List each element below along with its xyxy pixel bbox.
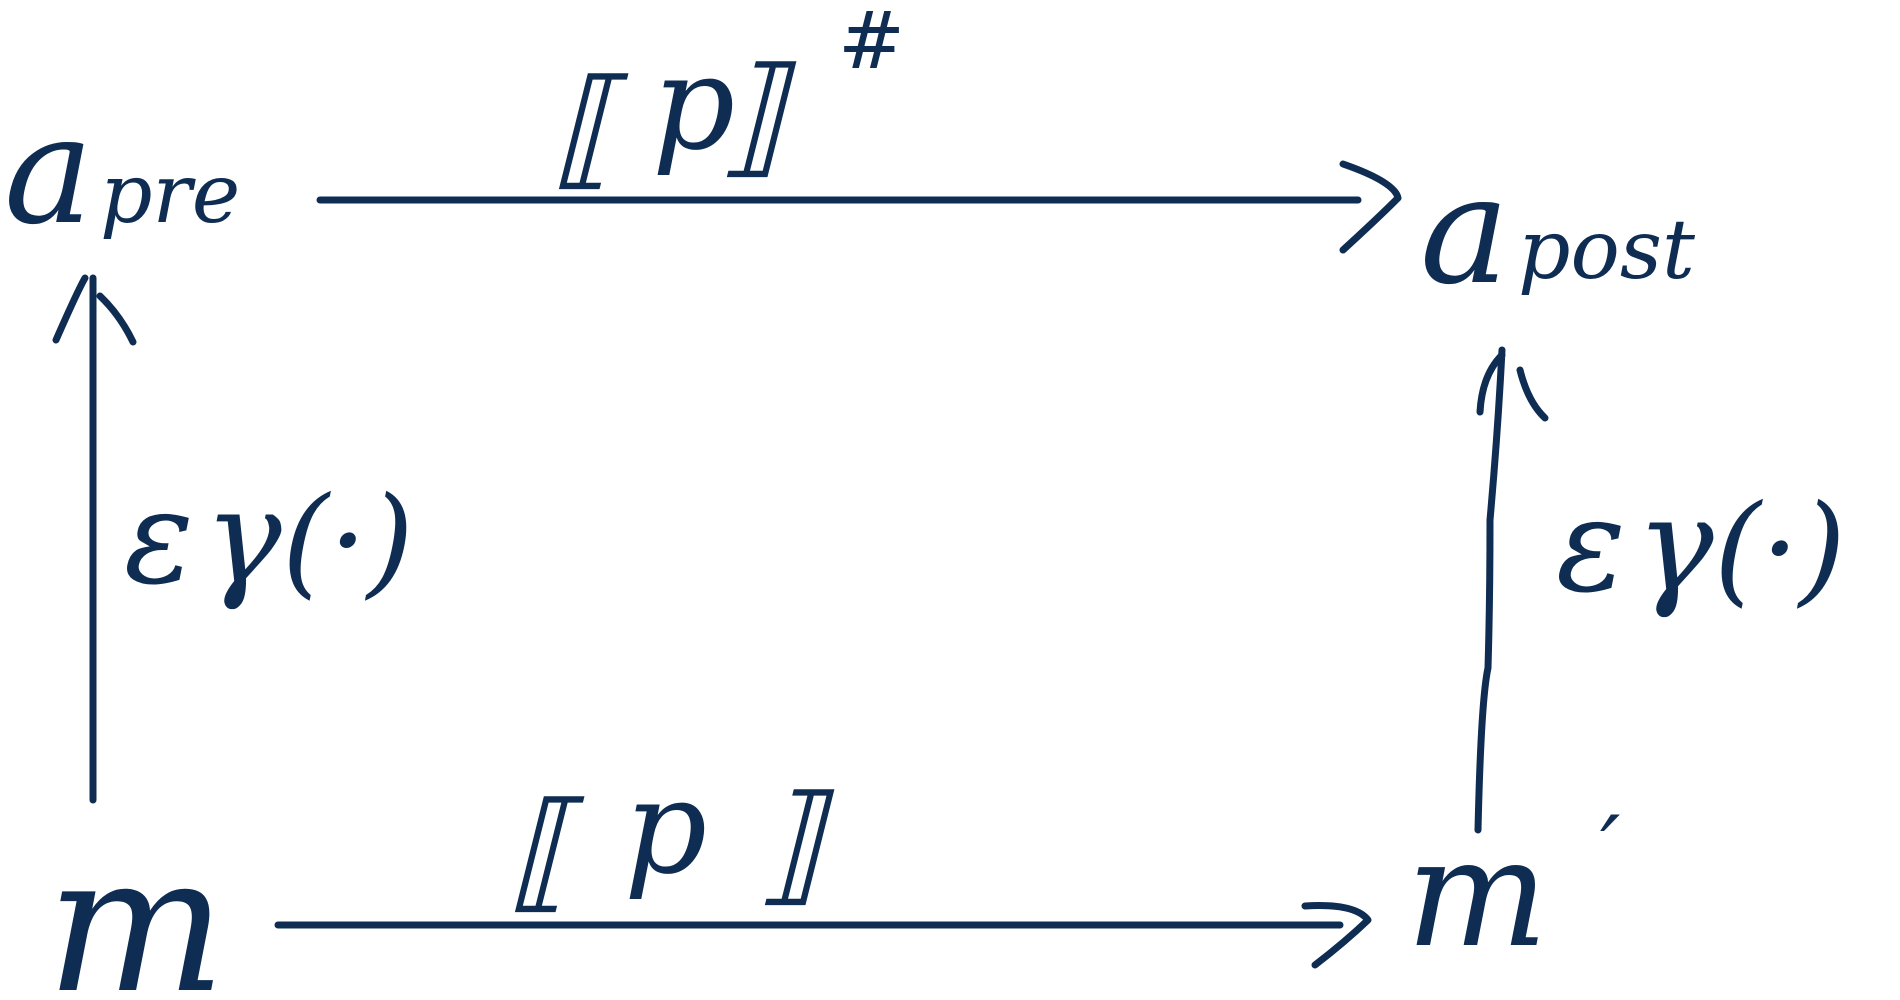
top-arrow-head <box>1339 160 1402 254</box>
left-arrow-head <box>52 274 137 346</box>
node-a-pre-symbol: a <box>4 84 93 258</box>
bottom-edge-left-bracket: ⟦ <box>508 774 585 926</box>
right-edge-argument: (·) <box>1714 480 1846 619</box>
top-edge-left-bracket: ⟦ <box>552 51 629 203</box>
node-m-symbol: m <box>46 814 226 1000</box>
node-m-prime-symbol: m <box>1406 807 1548 981</box>
node-a-post-subscript: post <box>1518 203 1696 298</box>
left-edge-epsilon: ε <box>124 461 194 613</box>
node-a-pre-subscript: pre <box>100 147 240 242</box>
bottom-edge-right-bracket: ⟧ <box>758 767 835 919</box>
bottom-arrow-head <box>1301 902 1372 969</box>
right-edge-epsilon: ε <box>1556 469 1626 621</box>
top-edge-program: p <box>652 27 735 179</box>
node-a-post-symbol: a <box>1420 144 1509 318</box>
left-edge-argument: (·) <box>282 472 414 611</box>
right-edge-gamma: γ <box>1636 469 1714 621</box>
top-edge-superscript: # <box>838 0 905 87</box>
bottom-edge-program: p <box>624 751 707 903</box>
right-arrow-shaft <box>1474 346 1506 834</box>
right-arrow-head <box>1476 351 1549 422</box>
node-m-prime-mark: ′ <box>1600 797 1620 902</box>
left-edge-gamma: γ <box>204 461 282 613</box>
top-edge-right-bracket: ⟧ <box>720 39 797 191</box>
